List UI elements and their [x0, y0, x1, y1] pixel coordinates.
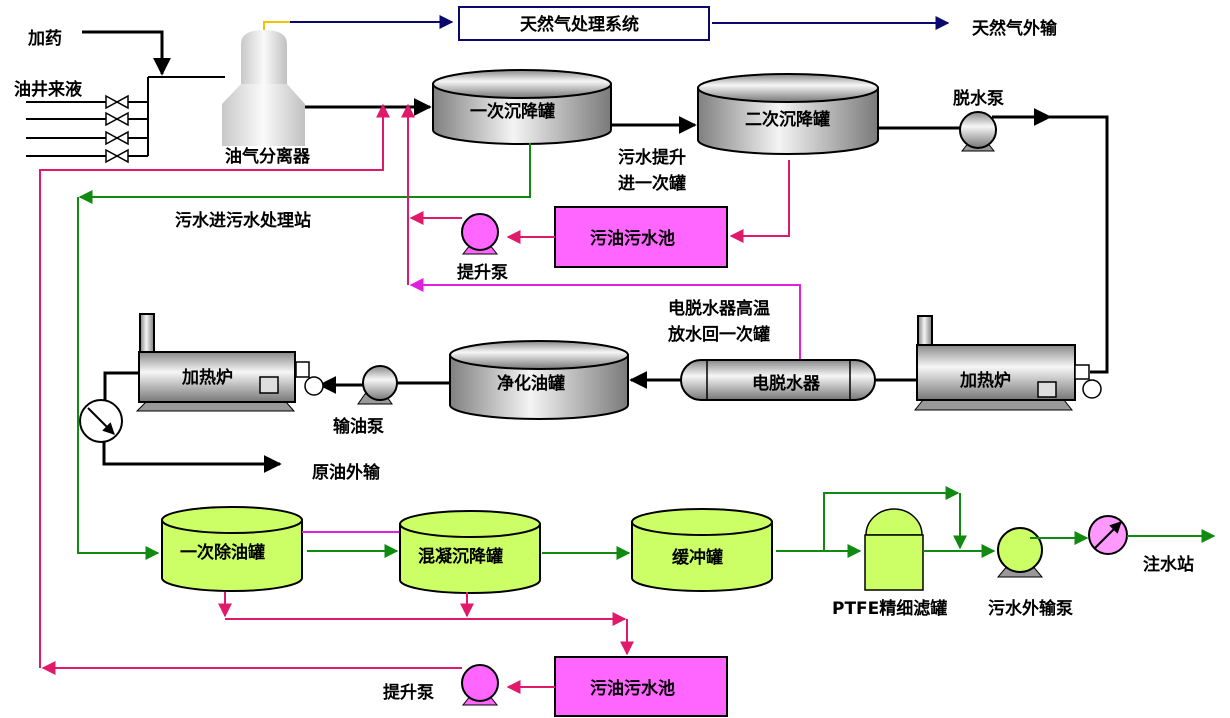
valve-icon[interactable]: [105, 130, 129, 146]
label-primary-settling-tank: 一次沉降罐: [470, 101, 555, 122]
label-gas-export: 天然气外输: [972, 18, 1058, 39]
label-injection-station: 注水站: [1143, 554, 1194, 575]
label-ptfe-filter: PTFE精细滤罐: [832, 598, 947, 619]
ptfe-filter[interactable]: [864, 508, 924, 591]
clean-oil-tank[interactable]: [449, 340, 629, 420]
label-crude-export: 原油外输: [312, 462, 381, 483]
label-sewage-lift-1: 污水提升: [618, 147, 686, 168]
label-buffer-tank: 缓冲罐: [672, 547, 723, 568]
lower-return-line: [39, 103, 390, 668]
label-dehydrator-return-1: 电脱水器高温: [668, 298, 770, 319]
coagulation-settling-tank[interactable]: [399, 510, 541, 594]
sewage-export-pump-icon[interactable]: [996, 527, 1044, 578]
heater-1[interactable]: [135, 313, 324, 412]
label-heater-2: 加热炉: [959, 370, 1011, 391]
primary-oil-removal-tank[interactable]: [161, 506, 303, 592]
label-dehydrator-return-2: 放水回一次罐: [667, 324, 770, 345]
label-separator: 油气分离器: [225, 146, 311, 167]
label-sewage-lift-2: 进一次罐: [618, 173, 686, 194]
sludge-pool[interactable]: [554, 206, 728, 268]
water-meter-icon[interactable]: [1088, 515, 1128, 555]
label-secondary-settling-tank: 二次沉降罐: [745, 109, 830, 130]
sewage-main-line: [77, 197, 160, 560]
label-sewage-export-pump: 污水外输泵: [988, 598, 1073, 619]
label-well-fluid: 油井来液: [14, 79, 82, 100]
gas-outlet: [263, 21, 290, 30]
valve-icon[interactable]: [105, 111, 129, 127]
primary-settling-tank[interactable]: [432, 69, 612, 145]
crude-export-line: [102, 442, 282, 473]
oil-gas-separator[interactable]: [222, 30, 305, 146]
flow-meter-icon[interactable]: [79, 399, 123, 443]
valve-icon[interactable]: [105, 94, 129, 110]
oil-pump-icon[interactable]: [357, 365, 398, 405]
lift-pump-icon[interactable]: [461, 213, 499, 255]
gas-system-box[interactable]: [458, 6, 710, 41]
heater-2[interactable]: [913, 315, 1102, 411]
sludge-pool-2[interactable]: [554, 656, 728, 717]
label-clean-oil-tank: 净化油罐: [497, 373, 565, 394]
lift-pump-2-icon[interactable]: [461, 664, 499, 706]
label-lift-pump-2: 提升泵: [383, 683, 434, 703]
secondary-settling-tank[interactable]: [697, 73, 879, 155]
label-sludge-pool-2: 污油污水池: [590, 678, 675, 699]
label-heater-1: 加热炉: [181, 367, 233, 388]
label-dosing: 加药: [27, 28, 62, 49]
label-gas-system: 天然气处理系统: [520, 14, 639, 35]
label-lift-pump: 提升泵: [457, 263, 508, 283]
dehydrator-return-line: [409, 278, 801, 360]
label-sewage-to-station: 污水进污水处理站: [175, 210, 311, 231]
heater1-outlet-line: [103, 371, 139, 401]
to-heater2-line: [1048, 115, 1109, 374]
sewage-to-station-line: [78, 143, 531, 204]
dehydration-pump-icon[interactable]: [959, 111, 997, 152]
label-coagulation-tank: 混凝沉降罐: [418, 546, 503, 567]
tank2-sludge-line: [729, 160, 790, 243]
label-sludge-pool: 污油污水池: [590, 228, 675, 249]
valve-icon[interactable]: [105, 148, 129, 164]
label-electric-dehydrator: 电脱水器: [752, 373, 821, 394]
filter-bypass-line: [823, 486, 960, 551]
buffer-tank[interactable]: [631, 508, 773, 592]
label-primary-oil-removal-tank: 一次除油罐: [180, 542, 265, 563]
dosing-line: [82, 30, 171, 76]
label-dehydration-pump: 脱水泵: [953, 88, 1004, 109]
label-oil-pump: 输油泵: [333, 416, 384, 437]
well-manifold: [26, 76, 225, 164]
